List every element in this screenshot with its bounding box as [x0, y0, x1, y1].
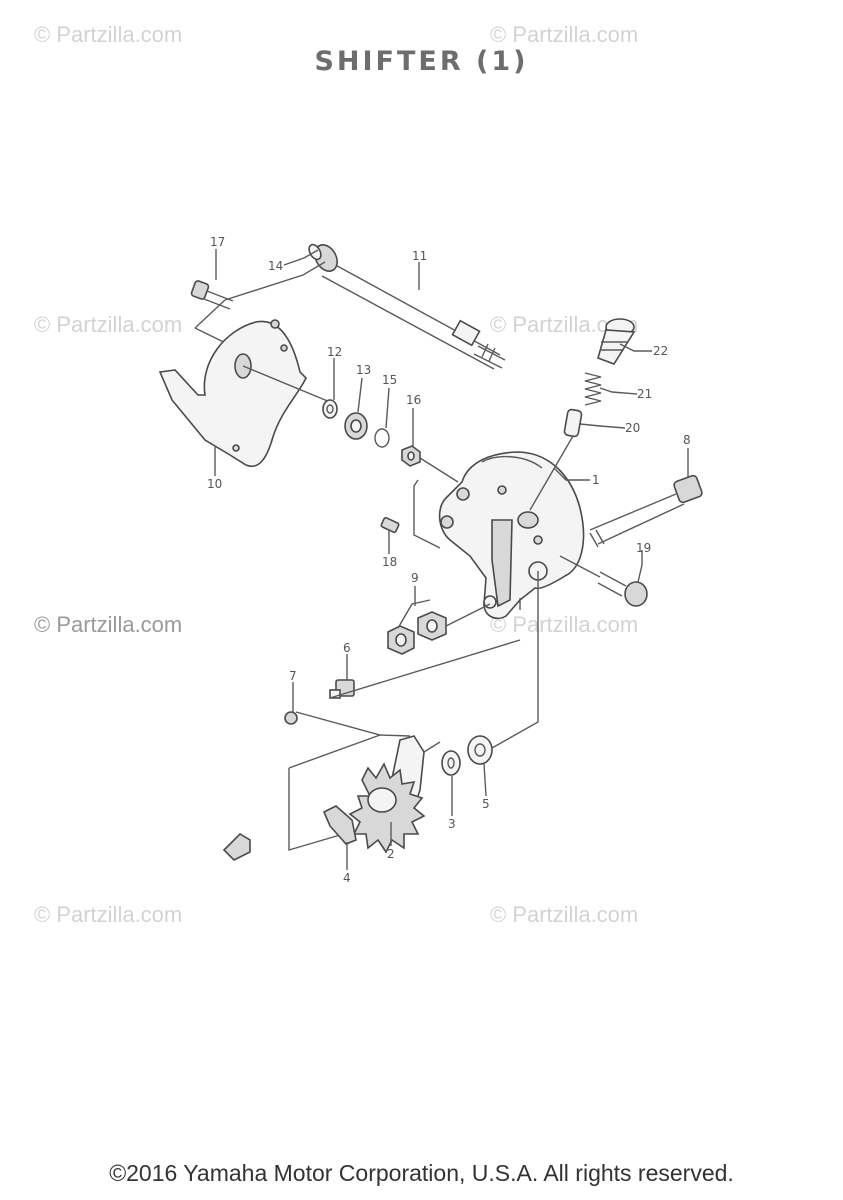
callout-15: 15	[382, 373, 397, 387]
part-15-clip[interactable]	[374, 428, 390, 448]
callout-19: 19	[636, 541, 651, 555]
part-18-pin[interactable]	[380, 516, 400, 534]
watermark: © Partzilla.com	[34, 612, 183, 637]
watermark: © Partzilla.com	[490, 22, 639, 47]
part-21-spring[interactable]	[584, 372, 602, 406]
part-8-long-bolt[interactable]	[589, 474, 703, 548]
callout-21: 21	[637, 387, 652, 401]
callout-9: 9	[411, 571, 419, 585]
callout-22: 22	[653, 344, 668, 358]
part-6-block[interactable]	[329, 679, 355, 699]
callout-4: 4	[343, 871, 351, 885]
part-7-nut[interactable]	[284, 711, 298, 725]
part-2-gear-plate[interactable]	[348, 735, 426, 854]
callout-6: 6	[343, 641, 351, 655]
part-19-bolt[interactable]	[597, 571, 648, 607]
part-1-shifter-housing[interactable]	[438, 451, 585, 620]
watermark: © Partzilla.com	[490, 612, 639, 637]
forward-arrow-icon	[222, 832, 251, 861]
callout-13: 13	[356, 363, 371, 377]
part-9-nuts[interactable]	[387, 611, 447, 655]
part-13-bushing[interactable]	[344, 412, 368, 440]
watermark: © Partzilla.com	[34, 902, 183, 927]
callout-14: 14	[268, 259, 283, 273]
callout-16: 16	[406, 393, 421, 407]
callout-10: 10	[207, 477, 222, 491]
page-title: SHIFTER (1)	[314, 46, 529, 77]
part-12-washer[interactable]	[322, 399, 338, 419]
part-11-shaft[interactable]	[321, 261, 506, 370]
callout-20: 20	[625, 421, 640, 435]
callout-17: 17	[210, 235, 225, 249]
callout-7: 7	[289, 669, 297, 683]
callout-12: 12	[327, 345, 342, 359]
part-17-bolt[interactable]	[190, 280, 234, 310]
callout-5: 5	[482, 797, 490, 811]
callout-3: 3	[448, 817, 456, 831]
watermark: © Partzilla.com	[34, 22, 183, 47]
callout-2: 2	[387, 847, 395, 861]
copyright-notice: ©2016 Yamaha Motor Corporation, U.S.A. A…	[109, 1160, 734, 1186]
part-4-clip[interactable]	[322, 805, 357, 845]
part-20-pin[interactable]	[563, 408, 583, 438]
callout-11: 11	[412, 249, 427, 263]
part-10-bracket-plate[interactable]	[158, 319, 307, 467]
callout-18: 18	[382, 555, 397, 569]
callout-1: 1	[592, 473, 600, 487]
part-22-plug[interactable]	[597, 318, 636, 365]
callout-8: 8	[683, 433, 691, 447]
part-3-washer[interactable]	[441, 750, 461, 776]
part-5-washer[interactable]	[467, 735, 493, 765]
watermark: © Partzilla.com	[34, 312, 183, 337]
part-16-nut[interactable]	[401, 445, 421, 467]
watermark: © Partzilla.com	[490, 902, 639, 927]
